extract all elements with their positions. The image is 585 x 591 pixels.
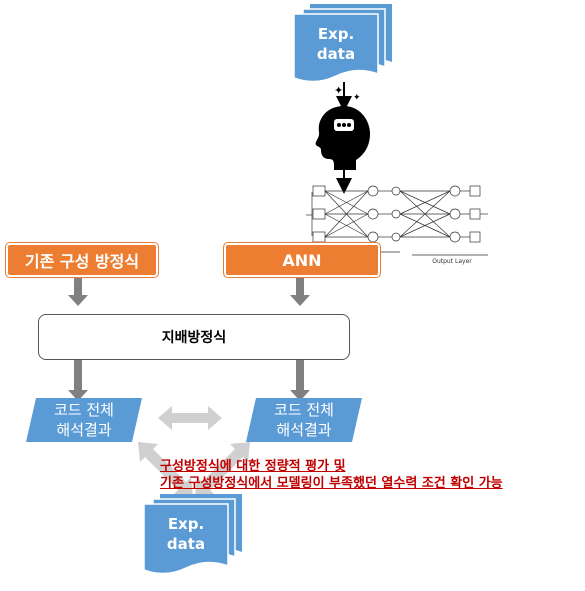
note-line-1: 구성방정식에 대한 정량적 평가 및 (160, 459, 346, 474)
compare-double-arrow (158, 406, 222, 430)
arrow-governing-to-result-left (68, 360, 88, 401)
sparkle-icon: ✦ (353, 93, 361, 103)
result-right-shape (246, 398, 362, 442)
exp-data-bottom-shape (143, 494, 242, 575)
nn-output-layer-label: Output Layer (432, 257, 472, 265)
neural-network-diagram (306, 185, 488, 256)
exp-data-bottom-label: Exp. data (166, 515, 206, 553)
note-line-2: 기존 구성방정식에서 모델링이 부족했던 열수력 조건 확인 가능 (160, 476, 503, 491)
sparkle-icon: ✦ (334, 84, 343, 97)
result-left-shape (26, 398, 142, 442)
diagonal-arrows (138, 442, 250, 497)
governing-equation-box: 지배방정식 (38, 314, 350, 360)
result-right-label: 코드 전체 해석결과 (274, 401, 334, 439)
exp-data-top-shape (293, 4, 392, 83)
gray-arrows (68, 273, 310, 401)
arrow-governing-to-result-right (290, 360, 310, 401)
arrow-ann-to-governing (290, 273, 310, 306)
exp-data-top-label: Exp. data (316, 25, 356, 63)
ann-box: ANN (224, 243, 380, 277)
existing-constitutive-eq-box: 기존 구성 방정식 (6, 243, 158, 277)
arrow-existing-to-governing (68, 273, 88, 306)
ai-head-icon (315, 106, 370, 170)
result-left-label: 코드 전체 해석결과 (54, 401, 114, 439)
